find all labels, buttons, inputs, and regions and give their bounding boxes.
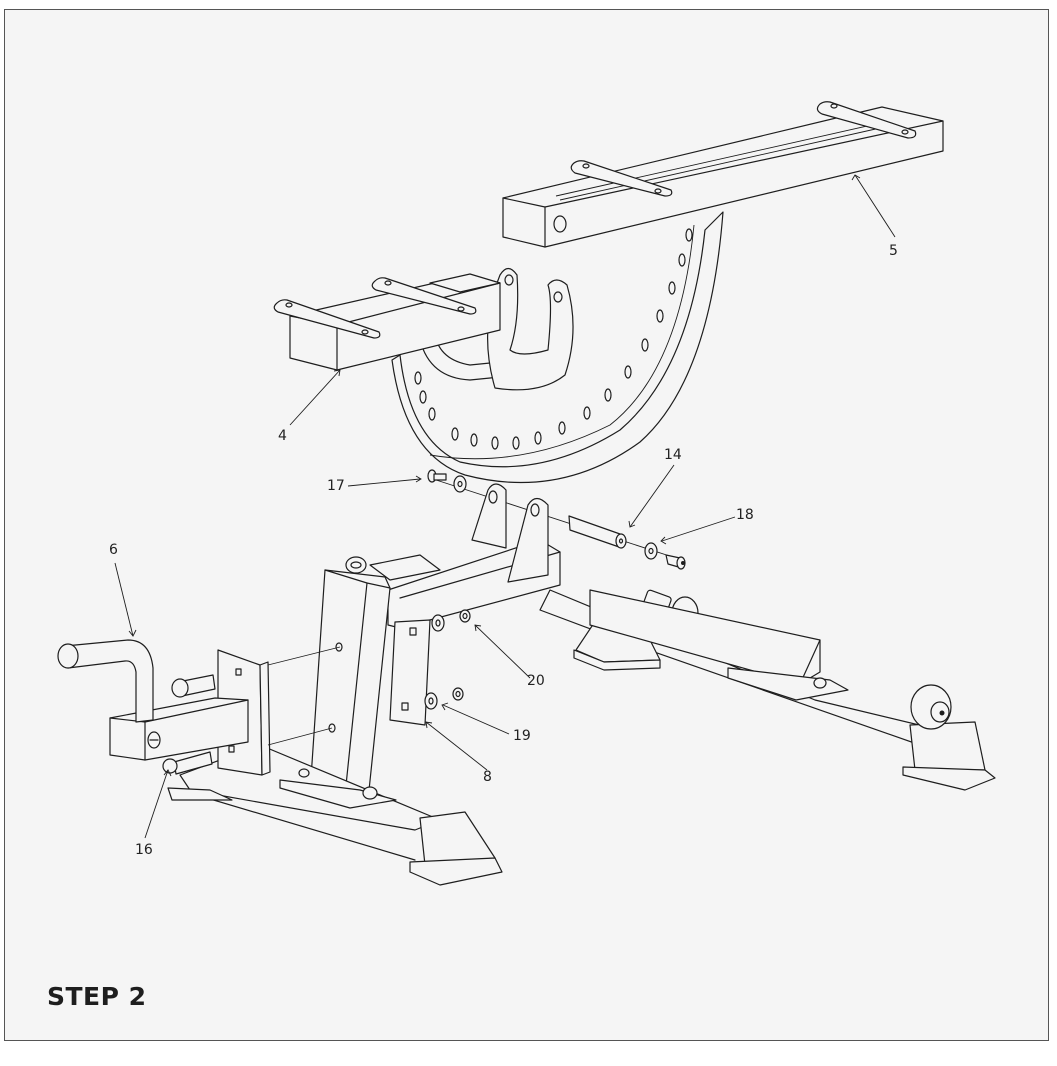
part-17-bolt [427, 469, 447, 483]
callout-leaders [114, 174, 896, 839]
step-title: STEP 2 [47, 982, 147, 1011]
part-19-nut-washer [424, 687, 464, 710]
callout-part-20: 20 [527, 673, 545, 689]
part-4-plate-left [273, 299, 381, 339]
transport-wheel [910, 684, 952, 730]
part-16-pin-upper [171, 674, 216, 698]
rear-leg [539, 589, 996, 791]
part-20-nut-washer [431, 609, 471, 632]
part-18-bolt [665, 554, 686, 570]
part-8-bracket [389, 619, 431, 726]
washer-17 [453, 475, 467, 493]
part-4-plate-right [371, 277, 477, 315]
washer-18 [644, 542, 658, 560]
main-spine [369, 483, 561, 629]
part-5-beam [502, 101, 944, 248]
callout-part-8: 8 [483, 769, 492, 785]
part-6-handle [57, 639, 249, 761]
front-upright [309, 556, 471, 801]
part-14-sleeve [568, 515, 627, 549]
top-bushing [345, 556, 367, 574]
part-4-assembly [273, 211, 724, 484]
callout-part-18: 18 [736, 507, 754, 523]
pivot-hardware [427, 469, 686, 570]
callout-part-4: 4 [278, 428, 287, 444]
part-5-plate-left [570, 160, 673, 197]
part-16-pin-lower [162, 751, 213, 775]
callout-part-5: 5 [889, 243, 898, 259]
arc-adjustment-holes [414, 228, 693, 450]
callout-part-19: 19 [513, 728, 531, 744]
callout-part-16: 16 [135, 842, 153, 858]
callout-part-6: 6 [109, 542, 118, 558]
part-5-plate-right [816, 101, 917, 139]
callout-part-14: 14 [664, 447, 682, 463]
callout-part-17: 17 [327, 478, 345, 494]
